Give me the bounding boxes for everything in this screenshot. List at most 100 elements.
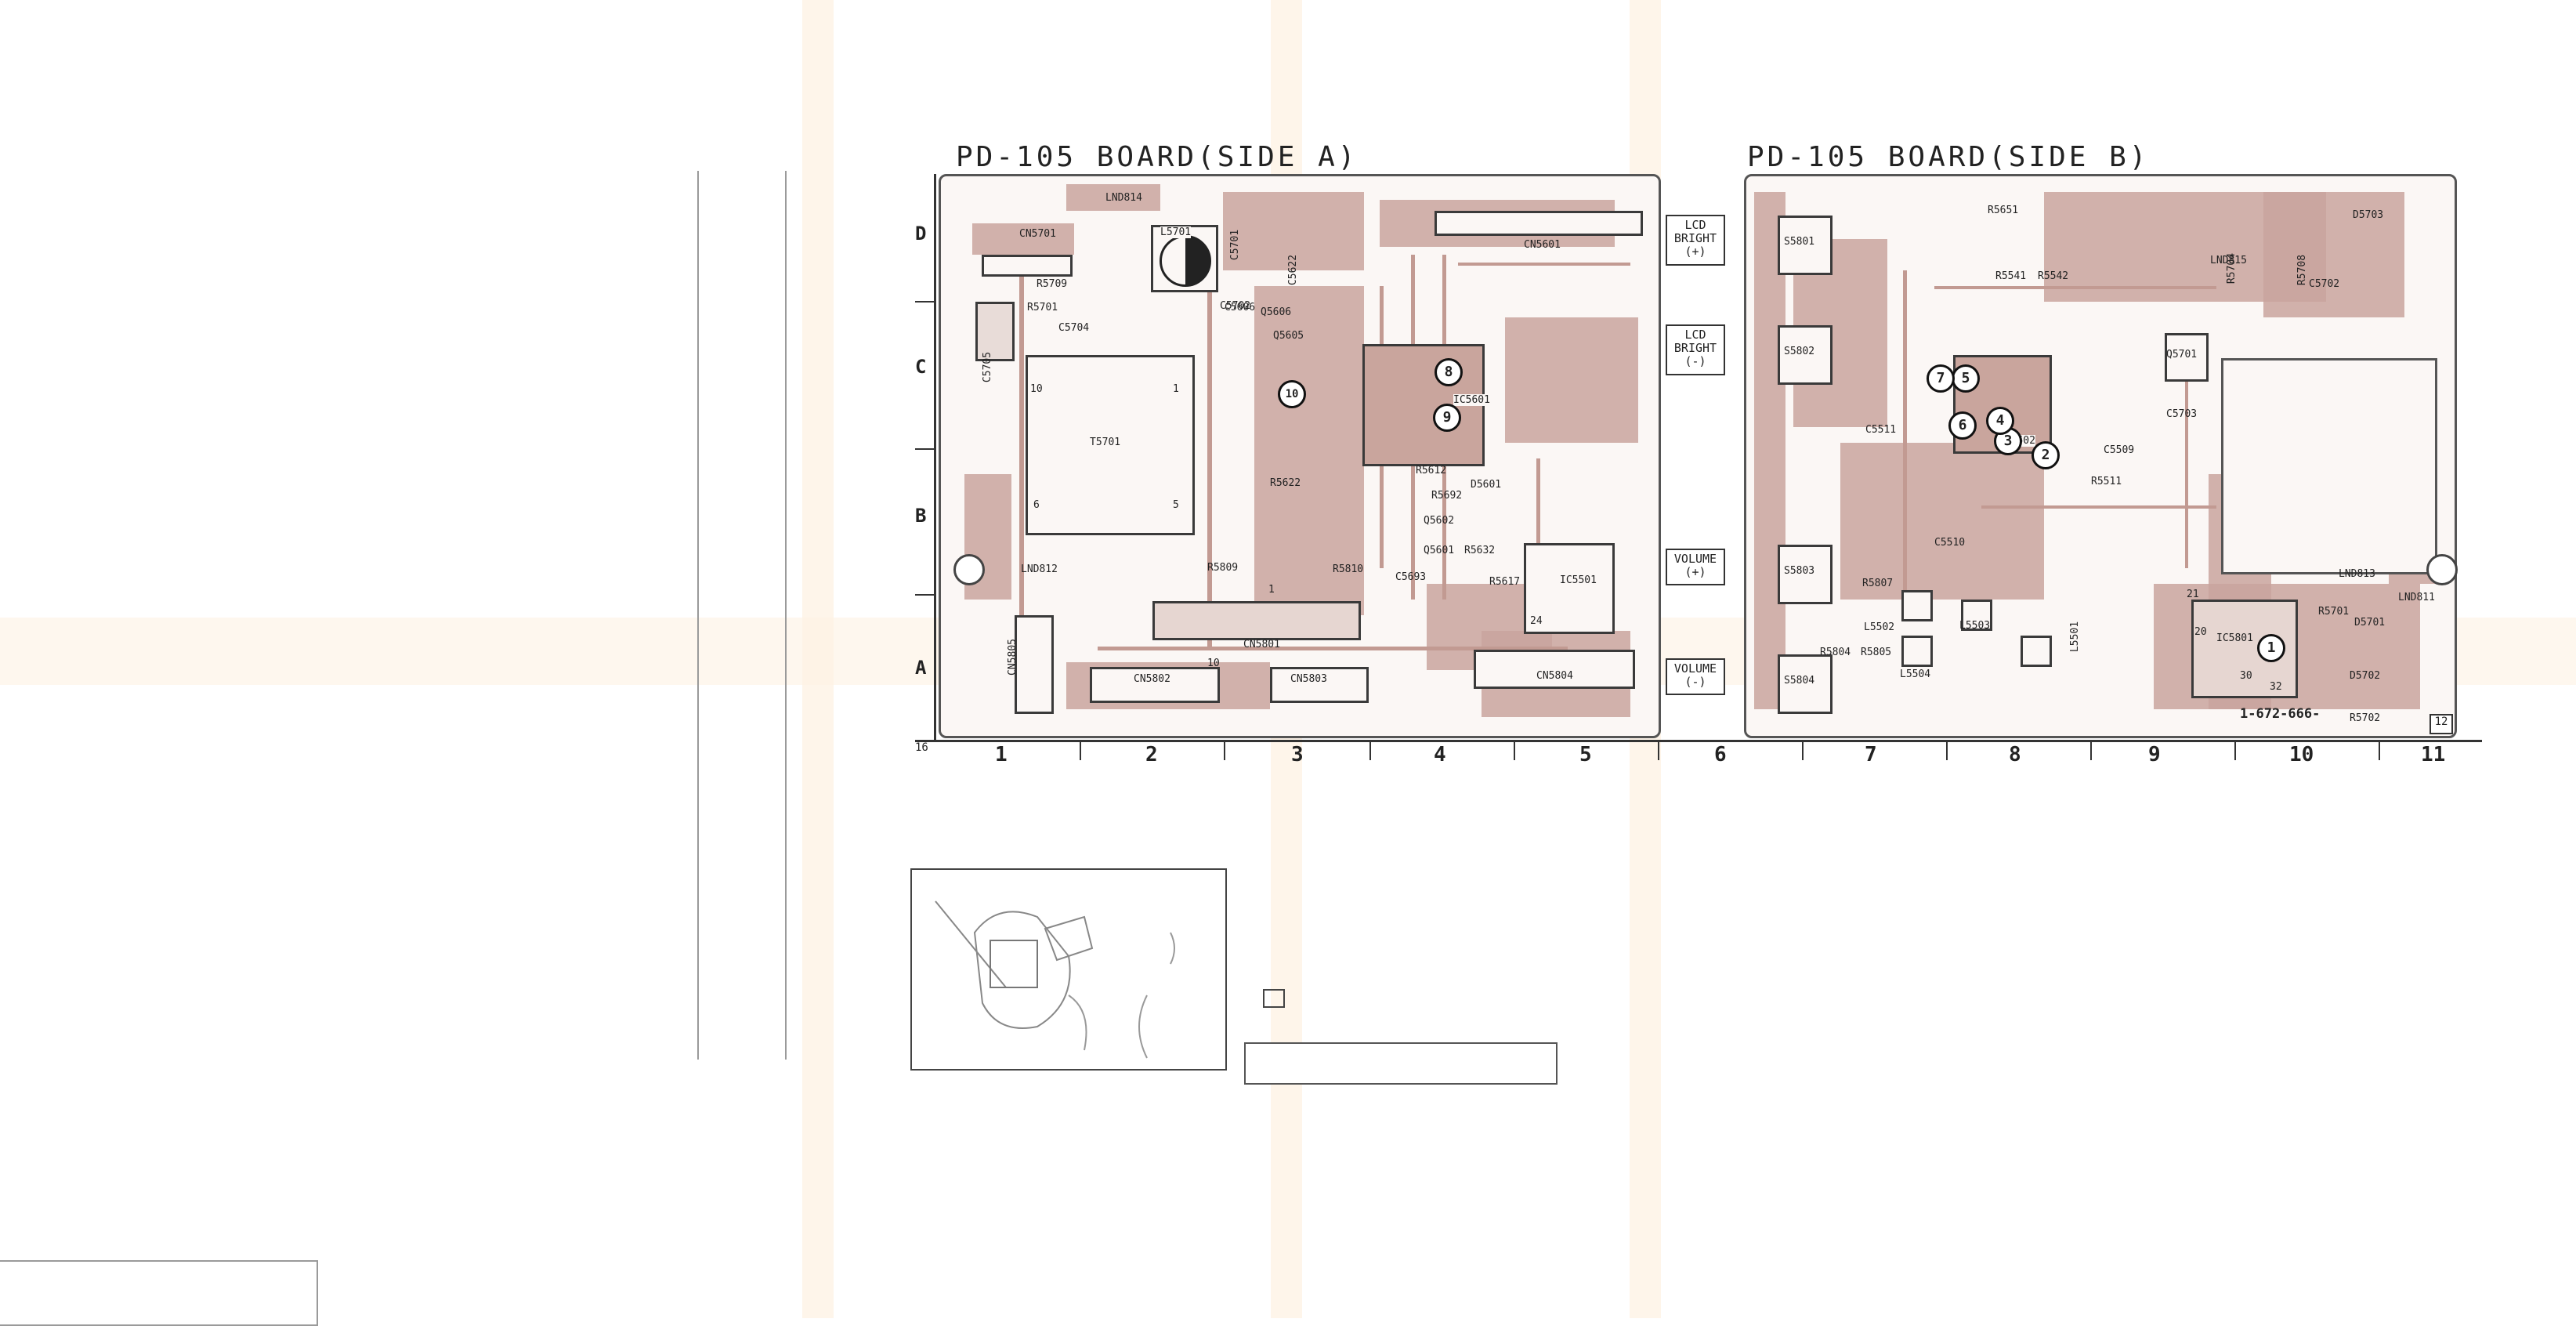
- switch-label-volume-minus: VOLUME (-): [1666, 658, 1725, 695]
- label-r5651: R5651: [1988, 205, 2019, 216]
- label-r5804: R5804: [1820, 647, 1851, 658]
- board-side-a: CN5701 C5705 R5709 R5701 C5704 L5701 C57…: [939, 174, 1661, 738]
- switch-s5804: [1778, 654, 1833, 714]
- grid-tick: [1514, 740, 1515, 760]
- label-c5705: C5705: [982, 351, 994, 383]
- label-r5701-a: R5701: [1027, 302, 1058, 313]
- label-c5701: C5701: [1229, 229, 1242, 261]
- label-r5622: R5622: [1270, 477, 1301, 489]
- transistor-q5701: [2165, 333, 2209, 382]
- label-r5541: R5541: [1995, 270, 2027, 282]
- label-r5805: R5805: [1861, 647, 1892, 658]
- label-d5701: D5701: [2354, 617, 2386, 629]
- label-c5510: C5510: [1934, 537, 1966, 549]
- part-number: 1-672-666-: [2240, 706, 2321, 722]
- inductor-l5504: [1901, 636, 1933, 667]
- trace: [1903, 270, 1907, 600]
- test-point-marker-2: 2: [2031, 441, 2060, 469]
- label-q5602: Q5602: [1424, 515, 1455, 527]
- label-lnd813: LND813: [2339, 568, 2375, 580]
- grid-x-axis: [915, 740, 2482, 742]
- transformer-t5701: [1026, 355, 1195, 535]
- grid-tick: [1080, 740, 1081, 760]
- label-c5702-b: C5702: [2309, 278, 2340, 290]
- label-lnd815: LND815: [2210, 255, 2247, 266]
- label-t-pin6: 6: [1033, 499, 1040, 511]
- column-label-8: 8: [2009, 743, 2021, 766]
- test-point-marker-4: 4: [1986, 407, 2014, 435]
- label-cn5803: CN5803: [1290, 673, 1327, 685]
- label-c5703-b: C5703: [2166, 408, 2198, 420]
- label-l5504: L5504: [1900, 668, 1931, 680]
- test-point-marker-7: 7: [1927, 364, 1955, 393]
- label-q5701: Q5701: [2166, 349, 2198, 360]
- row-label-c: C: [915, 356, 927, 378]
- label-s5803: S5803: [1784, 565, 1815, 577]
- label-l5502: L5502: [1864, 621, 1895, 633]
- label-r5709: R5709: [1037, 278, 1068, 290]
- connector-cn5804: [1474, 650, 1635, 689]
- inductor-l5502: [1901, 590, 1933, 621]
- test-point-marker-10: 10: [1278, 380, 1306, 408]
- grid-y-axis: [934, 174, 936, 740]
- connector-cn5803: [1270, 667, 1369, 703]
- blank-note-box: [1244, 1042, 1558, 1085]
- label-ic5501: IC5501: [1560, 574, 1597, 586]
- grid-tick: [915, 301, 935, 303]
- test-point-marker-5: 5: [1952, 364, 1980, 393]
- column-label-7: 7: [1865, 743, 1877, 766]
- grid-tick: [2090, 740, 2092, 760]
- label-q5601: Q5601: [1424, 545, 1455, 556]
- label-r5617: R5617: [1489, 576, 1521, 588]
- label-r5692: R5692: [1431, 490, 1463, 502]
- label-cn5804: CN5804: [1536, 670, 1573, 682]
- inductor-l5501: [2021, 636, 2052, 667]
- connector-cn5701: [982, 255, 1073, 277]
- label-r5542: R5542: [2038, 270, 2069, 282]
- trace: [1934, 286, 2216, 289]
- transistor-symbol-icon: [1263, 989, 1285, 1008]
- trace: [1207, 239, 1212, 647]
- column-label-2: 2: [1145, 743, 1158, 766]
- connector-cn5601: [1435, 211, 1643, 236]
- column-label-6: 6: [1714, 743, 1727, 766]
- label-r5708: R5708: [2296, 254, 2309, 286]
- grid-tick: [1224, 740, 1225, 760]
- label-cn5802-pin10: 10: [1207, 658, 1220, 669]
- label-cn5802: CN5802: [1134, 673, 1170, 685]
- copper-pad: [1754, 192, 1785, 709]
- column-label-10: 10: [2289, 743, 2314, 766]
- connector-cn5805: [1015, 615, 1054, 714]
- copper-pad: [1223, 192, 1364, 270]
- label-r5704: R5704: [2226, 252, 2238, 284]
- label-ic5801-pin30: 30: [2240, 670, 2252, 682]
- margin-line: [785, 171, 787, 1060]
- row-label-b: B: [915, 505, 927, 527]
- trace: [1536, 458, 1540, 623]
- label-cn5601: CN5601: [1524, 239, 1561, 251]
- label-r5701-b: R5701: [2318, 606, 2350, 618]
- trace: [1981, 505, 2216, 509]
- label-c5509: C5509: [2104, 444, 2135, 456]
- label-t-pin10: 10: [1030, 383, 1043, 395]
- grid-tick: [2379, 740, 2380, 760]
- copper-pad: [1254, 286, 1364, 615]
- board-side-b: S5801 S5802 S5803 S5804 IC5502 IC5801 20…: [1744, 174, 2458, 738]
- label-cn5801: CN5801: [1243, 639, 1280, 650]
- label-c5704: C5704: [1058, 322, 1090, 334]
- side-a-title: PD-105 BOARD(SIDE A): [956, 141, 1359, 173]
- ic-ic5601: [1362, 344, 1485, 466]
- corner-frame: [0, 1260, 318, 1326]
- label-lnd812: LND812: [1021, 563, 1058, 575]
- label-r5632: R5632: [1464, 545, 1496, 556]
- copper-pad: [2263, 192, 2404, 317]
- grid-tick: [1946, 740, 1948, 760]
- grid-origin-label: 16: [915, 741, 928, 754]
- label-lnd811: LND811: [2398, 592, 2435, 603]
- connector-c5705: [975, 302, 1015, 361]
- grid-tick: [1369, 740, 1371, 760]
- label-r5612: R5612: [1416, 465, 1447, 476]
- switch-label-lcd-bright-minus: LCD BRIGHT (-): [1666, 324, 1725, 375]
- connector-cn5801: [1152, 601, 1361, 640]
- label-r5809: R5809: [1207, 562, 1239, 574]
